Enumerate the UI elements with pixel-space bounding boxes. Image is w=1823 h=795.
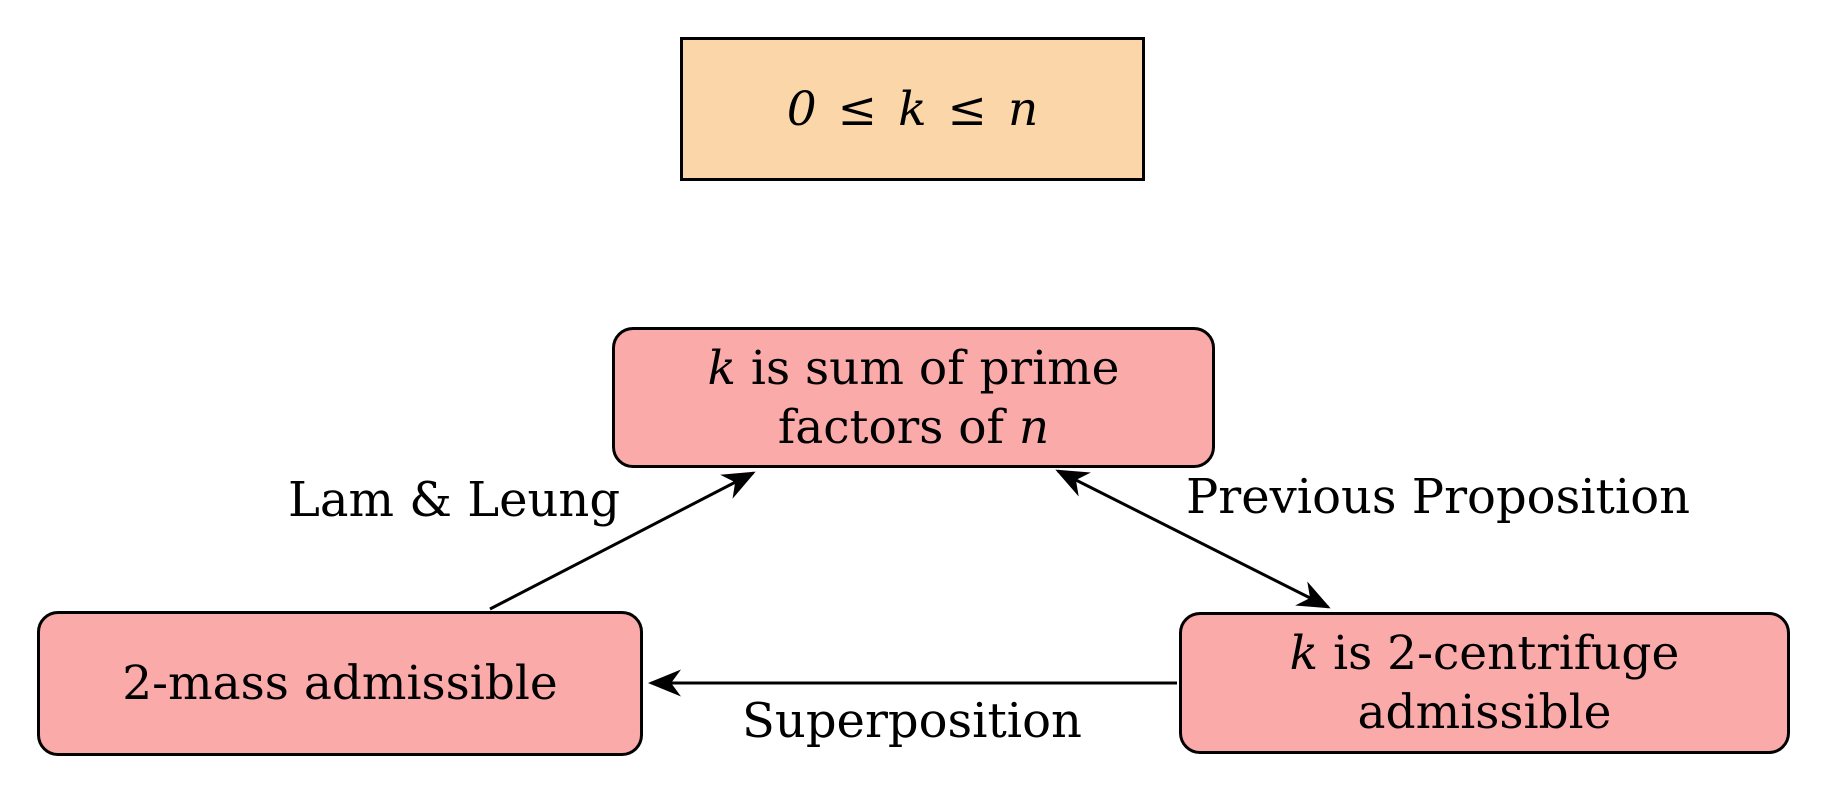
node-text: factors of <box>777 399 1019 455</box>
node-two-centrifuge-admissible: k is 2-centrifuge admissible <box>1179 612 1790 754</box>
constraint-expression: 0 ≤ k ≤ n <box>787 80 1038 139</box>
constraint-k: k <box>898 81 927 137</box>
node-sum-of-prime-factors: k is sum of prime factors of n <box>612 327 1215 468</box>
edge-previous-proposition-arrow <box>1055 469 1331 609</box>
node-text-line-1: k is sum of prime <box>707 339 1119 398</box>
constraint-n: n <box>1007 81 1039 137</box>
constraint-zero: 0 <box>786 81 817 137</box>
edge-label-superposition: Superposition <box>742 693 1082 749</box>
leq-symbol: ≤ <box>947 81 987 137</box>
node-text: is 2-centrifuge <box>1318 626 1680 681</box>
edge-label-lam-leung: Lam & Leung <box>287 472 621 528</box>
node-text: is sum of prime <box>735 340 1120 396</box>
node-text-line-2: factors of n <box>778 398 1049 457</box>
node-text-line-1: 2-mass admissible <box>122 656 558 711</box>
node-two-mass-admissible: 2-mass admissible <box>37 611 643 756</box>
node-text-line-2: admissible <box>1357 685 1612 740</box>
math-var-n: n <box>1018 399 1050 455</box>
node-constraint-box: 0 ≤ k ≤ n <box>680 37 1145 181</box>
edge-label-previous-proposition: Previous Proposition <box>1185 469 1691 525</box>
edge-lam-leung-arrow <box>489 471 756 611</box>
math-var-k: k <box>1289 626 1319 681</box>
node-text-line-1: k is 2-centrifuge <box>1290 624 1680 683</box>
leq-symbol: ≤ <box>837 81 878 137</box>
math-var-k: k <box>707 340 736 396</box>
